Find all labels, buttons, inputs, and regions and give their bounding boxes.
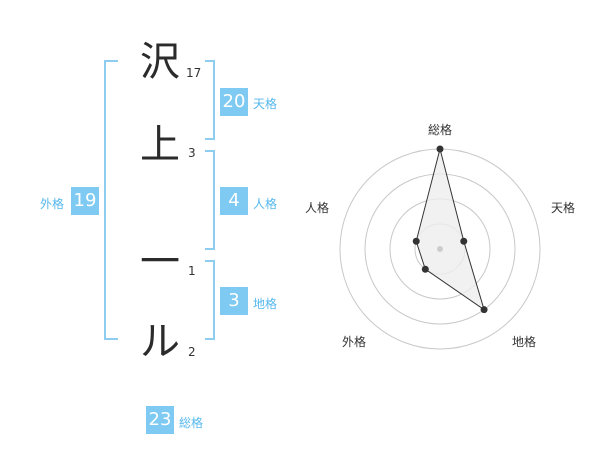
gaikaku-label: 外格 [40, 197, 65, 211]
soukaku-label: 総格 [179, 416, 204, 430]
radar-point-0 [436, 145, 444, 153]
radar-point-1 [460, 237, 468, 245]
radar-points [412, 145, 488, 314]
jinkaku-bracket [205, 150, 215, 250]
gaikaku-value: 19 [71, 187, 99, 215]
name-char-4: ル [140, 319, 180, 365]
stroke-count-4: 2 [188, 345, 196, 359]
radar-label-chikaku: 地格 [512, 334, 536, 349]
stroke-count-2: 3 [188, 146, 196, 160]
gaikaku-bracket [104, 60, 118, 340]
radar-point-4 [412, 237, 420, 245]
radar-center [437, 246, 443, 252]
chikaku-label: 地格 [253, 297, 278, 311]
radar-shape [415, 148, 485, 311]
name-char-2: 上 [140, 122, 180, 168]
stroke-count-1: 17 [186, 66, 202, 80]
name-char-3: 一 [140, 239, 180, 285]
name-char-1: 沢 [140, 39, 180, 85]
radar-label-tenkaku: 天格 [551, 200, 575, 215]
radar-label-soukaku: 総格 [428, 122, 452, 137]
jinkaku-label: 人格 [253, 197, 278, 211]
jinkaku-value: 4 [220, 187, 248, 215]
stroke-count-3: 1 [188, 264, 196, 278]
radar-label-gaikaku: 外格 [342, 334, 366, 349]
radar-point-2 [480, 306, 488, 314]
tenkaku-label: 天格 [253, 97, 278, 111]
chikaku-value: 3 [220, 287, 248, 315]
soukaku-value: 23 [146, 406, 174, 434]
radar-point-3 [421, 265, 429, 273]
tenkaku-bracket [205, 60, 215, 140]
chikaku-bracket [205, 260, 215, 340]
tenkaku-value: 20 [220, 88, 248, 116]
radar-label-jinkaku: 人格 [305, 200, 329, 215]
